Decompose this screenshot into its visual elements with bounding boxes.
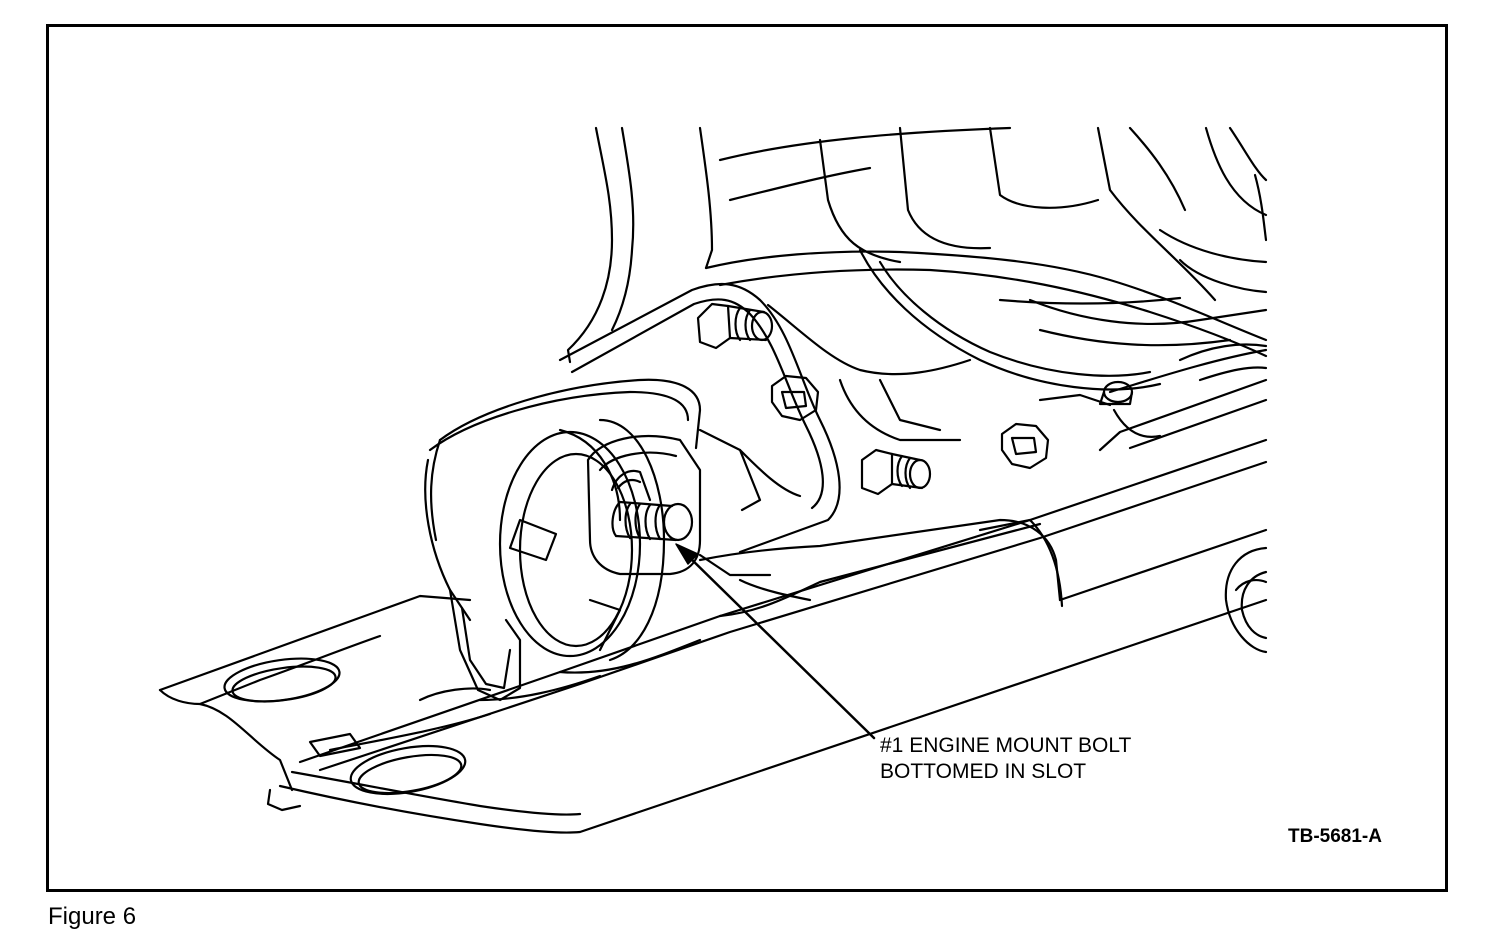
figure-frame [46,24,1448,892]
callout-arrow [675,543,876,740]
figure-caption: Figure 6 [48,903,137,930]
small-bolt-right [1098,380,1134,406]
hex-bolt-right [1000,422,1050,470]
upper-bolt [696,302,774,350]
engine-mount-bolt [610,469,694,542]
callout-label: #1 ENGINE MOUNT BOLT BOTTOMED IN SLOT [880,733,1131,785]
right-side-component [1178,343,1268,654]
engine-mount-body [424,378,702,702]
transmission-housing [566,126,1268,442]
stud-bolt-lower [860,448,932,496]
mount-bracket [558,283,841,554]
callout-line-1: #1 ENGINE MOUNT BOLT [880,734,1132,757]
figure-code: TB-5681-A [1288,826,1382,847]
callout-line-2: BOTTOMED IN SLOT [880,760,1087,783]
subframe-crossmember [158,378,1268,834]
hex-bolt-left [770,374,820,422]
